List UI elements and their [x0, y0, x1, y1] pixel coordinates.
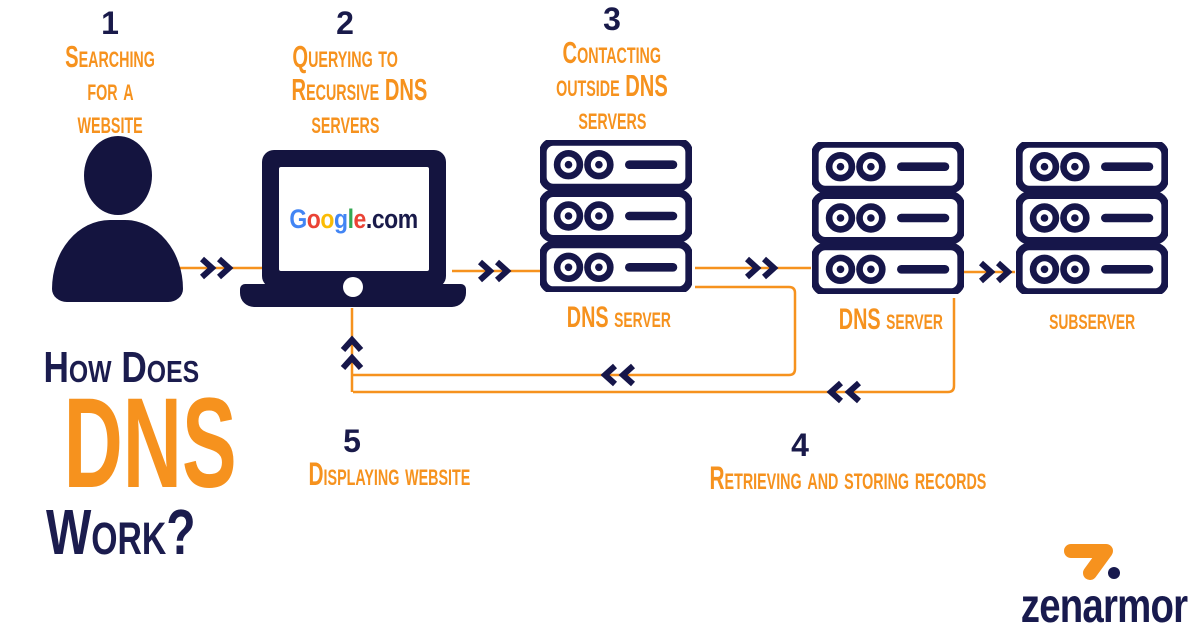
- browser-url-text: Google.com: [289, 203, 419, 235]
- step-1-line-1: Searching: [65, 39, 155, 74]
- laptop-camera-dot: [343, 277, 363, 297]
- title-line-1: How Does: [43, 343, 199, 392]
- step-1-line-3: website: [77, 105, 143, 140]
- user-person-icon: [50, 136, 185, 306]
- title-line-2: DNS: [63, 372, 237, 515]
- step-2-line-2: Recursive DNS: [291, 72, 428, 107]
- step-1-label: 1 Searching for a website: [20, 6, 200, 139]
- google-letter-6: e: [353, 203, 367, 234]
- arrow-dns2-to-subserver: [962, 263, 1015, 281]
- step-5-label: 5 Displaying website: [265, 424, 485, 491]
- google-letter-1: G: [289, 203, 308, 234]
- person-head-shape: [84, 136, 152, 215]
- google-letter-2: o: [307, 203, 321, 234]
- server-stack-icon: [1016, 142, 1168, 294]
- dns-server-2-label: DNS server: [838, 303, 943, 336]
- step-2-label: 2 Querying to Recursive DNS servers: [255, 6, 435, 139]
- step-3-line-3: servers: [577, 101, 647, 136]
- url-suffix: .com: [366, 203, 419, 234]
- arrow-dns1-to-dns2: [695, 259, 811, 277]
- google-letter-5: l: [348, 203, 354, 234]
- dns-server-1-label: DNS server: [566, 301, 671, 334]
- google-letter-4: g: [334, 203, 349, 234]
- step-1-number: 1: [101, 5, 119, 41]
- google-letter-3: o: [320, 203, 335, 234]
- step-2-line-3: servers: [310, 105, 380, 140]
- step-5-number: 5: [343, 423, 361, 459]
- step-2-line-1: Querying to: [292, 39, 398, 74]
- dns-server-1: DNS server: [540, 140, 692, 333]
- return-line-to-laptop: [343, 308, 361, 392]
- step-4-text: Retrieving and storing records: [709, 460, 987, 496]
- zenarmor-logo: zenarmor: [1000, 538, 1188, 630]
- server-stack-icon: [540, 140, 692, 292]
- step-3-label: 3 Contacting outside DNS servers: [522, 2, 702, 135]
- step-3-line-1: Contacting: [562, 35, 662, 70]
- step-5-text: Displaying website: [308, 456, 471, 492]
- subserver-label: subserver: [1048, 303, 1136, 336]
- laptop-screen: Google.com: [279, 167, 429, 271]
- page-title: How Does DNS Work?: [15, 343, 237, 568]
- step-1-line-2: for a: [86, 72, 134, 107]
- step-3-number: 3: [603, 1, 621, 37]
- laptop-bezel: Google.com: [262, 150, 446, 288]
- server-stack-icon: [812, 142, 964, 294]
- step-4-number: 4: [791, 427, 809, 463]
- person-torso-shape: [52, 220, 183, 302]
- laptop-icon: Google.com: [240, 150, 466, 308]
- zenarmor-logo-mark-icon: [1063, 544, 1120, 580]
- title-line-3: Work?: [46, 496, 196, 568]
- step-3-line-2: outside DNS: [556, 68, 668, 103]
- dns-server-2: DNS server: [812, 142, 964, 335]
- subserver: subserver: [1016, 142, 1168, 335]
- zenarmor-wordmark: zenarmor: [1020, 580, 1188, 630]
- step-4-label: 4 Retrieving and storing records: [635, 427, 987, 496]
- step-2-number: 2: [336, 5, 354, 41]
